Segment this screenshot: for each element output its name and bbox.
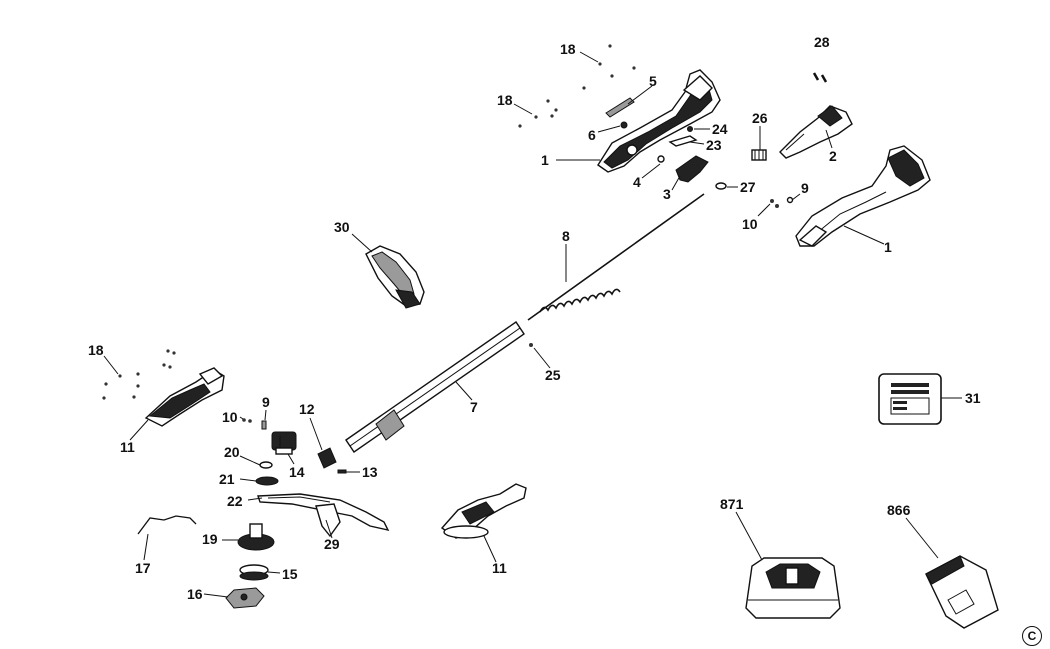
part-12-coupler [317,447,337,469]
callout-27: 27 [740,179,756,195]
callout-18-left: 18 [88,342,104,358]
copyright-symbol: C [1022,626,1042,646]
callout-15: 15 [282,566,298,582]
part-866-battery [925,555,999,629]
callout-20: 20 [224,444,240,460]
callout-23: 23 [706,137,722,153]
callout-6: 6 [588,127,596,143]
callout-18-upper-b: 18 [497,92,513,108]
callout-19: 19 [202,531,218,547]
part-17-edge-guide [137,515,197,535]
part-15-spool [239,564,269,581]
callout-7: 7 [470,399,478,415]
callout-25: 25 [545,367,561,383]
part-4-spring [657,155,665,163]
callout-21: 21 [219,471,235,487]
part-28-contacts [812,72,828,83]
callout-31: 31 [965,390,981,406]
callout-14: 14 [289,464,305,480]
callout-28: 28 [814,34,830,50]
part-11-gearhead-left [144,367,225,427]
callout-2: 2 [829,148,837,164]
part-18-screws-left [102,349,176,400]
part-24-pin [687,126,693,132]
part-3-trigger [675,155,709,183]
part-27-grommet [715,182,727,190]
callout-17: 17 [135,560,151,576]
part-21-bearing [255,476,279,486]
callout-9-left: 9 [262,394,270,410]
part-29-guard [257,493,390,538]
callout-3: 3 [663,186,671,202]
part-9-screw-left [261,420,267,430]
part-20-washer [259,461,273,469]
callout-5: 5 [649,73,657,89]
callout-871: 871 [720,496,744,512]
callout-16: 16 [187,586,203,602]
part-26-switch [751,149,767,161]
part-5-spring-clip [605,97,635,118]
part-16-spool-cap [225,587,265,609]
part-9-washer-upper [786,196,794,204]
part-7-shaft-tube [345,321,525,453]
callout-1-lower: 1 [884,239,892,255]
part-13-pin [337,469,347,474]
part-31-label [878,373,942,425]
callout-18-upper-a: 18 [560,41,576,57]
callout-13: 13 [362,464,378,480]
part-8-shaft-spring [539,288,621,313]
part-10-screws-left [242,418,252,423]
drive-cable [527,193,705,321]
upper-handle-housing [597,69,721,173]
callout-24: 24 [712,121,728,137]
leader-lines [103,51,962,598]
callout-10-left: 10 [222,409,238,425]
callout-10-upper: 10 [742,216,758,232]
part-2-terminal-block [779,105,853,159]
part-6-screw [620,121,628,129]
part-18-screws-upper [518,44,636,128]
callout-26: 26 [752,110,768,126]
part-871-charger [745,557,841,619]
callout-9-upper: 9 [801,180,809,196]
callout-12: 12 [299,401,315,417]
part-23-lever [668,135,698,147]
callout-11-middle: 11 [492,560,507,576]
callout-22: 22 [227,493,243,509]
part-19-spool-hub [237,523,275,551]
lower-handle-housing [795,145,931,247]
callout-11-left: 11 [120,439,135,455]
part-10-screw-upper [770,199,779,208]
part-30-aux-handle [365,245,425,309]
part-14-motor [271,431,297,455]
callout-29: 29 [324,536,340,552]
part-25-pin [529,343,533,347]
callout-30: 30 [334,219,350,235]
callout-1-upper: 1 [541,152,549,168]
callout-866: 866 [887,502,911,518]
callout-4: 4 [633,174,641,190]
callout-8: 8 [562,228,570,244]
part-11-gearhead-middle [440,483,527,539]
